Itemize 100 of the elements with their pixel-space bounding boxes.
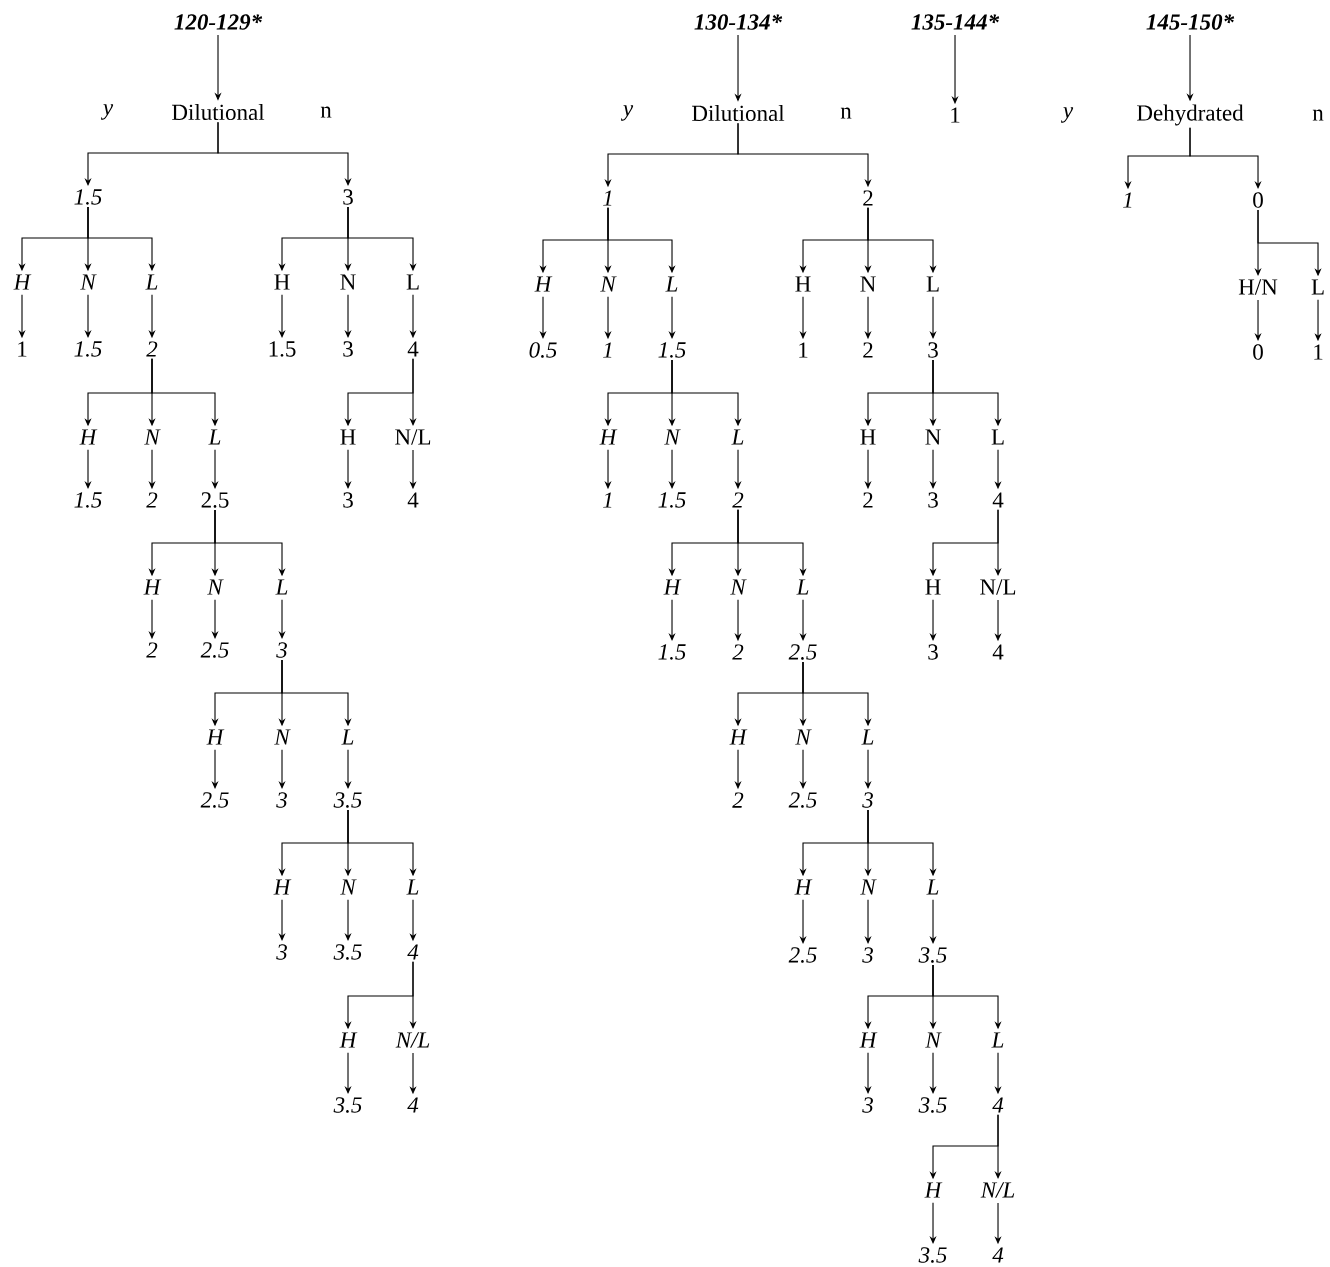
tree-label: 1	[1314, 344, 1323, 360]
branch-label: n	[840, 107, 852, 119]
tree-label: 2	[732, 792, 744, 808]
tree-label: H	[729, 729, 748, 745]
branch-label: n	[1312, 109, 1324, 121]
tree-label: 1	[799, 342, 808, 358]
tree-label: L	[991, 1032, 1004, 1048]
tree-label: H	[143, 579, 162, 595]
tree-label: 2.5	[201, 492, 229, 508]
range-heading: 135-144*	[911, 14, 1000, 30]
tree-label: 4	[992, 1097, 1004, 1113]
tree-label: H	[859, 1032, 878, 1048]
tree-label: N/L	[980, 579, 1016, 595]
tree-label: L	[275, 579, 288, 595]
tree-label: 3.5	[918, 947, 947, 963]
tree-label: 4	[407, 944, 419, 960]
tree-label: L	[731, 429, 744, 445]
tree-label: 3	[343, 492, 353, 508]
tree-label: H	[924, 1182, 943, 1198]
tree-label: N	[925, 429, 941, 445]
branch-label: y	[101, 104, 114, 120]
tree-label: 3.5	[333, 944, 362, 960]
tree-label: 1	[603, 492, 612, 508]
tree-label: 3	[343, 341, 353, 357]
tree-label: 3	[276, 642, 287, 658]
tree-label: N	[860, 879, 877, 895]
tree-label: 1	[603, 190, 612, 206]
tree-label: 1.5	[658, 644, 686, 660]
tree-label: H	[273, 879, 292, 895]
tree-label: 2.5	[788, 644, 817, 660]
tree-label: 3.5	[333, 1097, 362, 1113]
tree-label: 3	[928, 342, 938, 358]
tree-label: 1.5	[658, 492, 686, 508]
tree-label: N	[207, 579, 224, 595]
tree-label: H	[339, 1032, 358, 1048]
tree-label: 3	[276, 944, 287, 960]
branch-label: y	[621, 105, 634, 121]
tree-label: L	[145, 274, 158, 290]
tree-label: 4	[992, 1247, 1004, 1263]
tree-label: 2	[146, 642, 158, 658]
tree-label: Dilutional	[692, 104, 785, 122]
tree-label: 3	[276, 792, 287, 808]
tree-label: L	[208, 429, 221, 445]
tree-label: N	[795, 729, 812, 745]
tree-label: 4	[407, 492, 419, 508]
tree-label: N	[664, 429, 681, 445]
tree-label: 1.5	[74, 341, 102, 357]
tree-label: H/N	[1238, 279, 1278, 295]
tree-label: 2	[863, 492, 873, 508]
tree-label: H	[925, 579, 941, 595]
tree-label: N	[730, 579, 747, 595]
tree-label: 3.5	[333, 792, 362, 808]
tree-label: N	[600, 276, 617, 292]
tree-label: H	[795, 276, 811, 292]
tree-label: L	[406, 274, 419, 290]
tree-label: H	[206, 729, 225, 745]
tree-label: H	[13, 274, 32, 290]
tree-label: N	[925, 1032, 942, 1048]
tree-label: 0.5	[529, 342, 557, 358]
tree-label: L	[341, 729, 354, 745]
tree-label: H	[340, 429, 356, 445]
tree-label: N	[80, 274, 97, 290]
tree-label: 3	[862, 1097, 873, 1113]
tree-label: 2	[863, 342, 873, 358]
tree-label: 3	[928, 644, 938, 660]
tree-label: 1.5	[658, 342, 686, 358]
tree-label: 2	[146, 492, 158, 508]
tree-label: L	[406, 879, 419, 895]
tree-label: 2.5	[788, 792, 817, 808]
tree-label: L	[796, 579, 809, 595]
tree-label: 4	[407, 341, 419, 357]
tree-label: N	[340, 274, 356, 290]
tree-label: Dehydrated	[1137, 104, 1244, 126]
tree-label: L	[926, 276, 939, 292]
tree-label: N/L	[395, 429, 431, 445]
tree-label: H	[79, 429, 98, 445]
tree-label: N	[144, 429, 161, 445]
tree-label: 1.5	[74, 189, 102, 205]
tree-label: 1.5	[74, 492, 102, 508]
tree-label: 3	[343, 189, 353, 205]
tree-label: H	[599, 429, 618, 445]
tree-label: 4	[992, 644, 1004, 660]
tree-label: N/L	[395, 1032, 430, 1048]
tree-label: 0	[1253, 192, 1263, 208]
tree-label: L	[1311, 279, 1324, 295]
tree-label: H	[274, 274, 290, 290]
tree-label: 4	[407, 1097, 419, 1113]
tree-label: Dilutional	[172, 103, 265, 121]
tree-label: N/L	[980, 1182, 1015, 1198]
tree-label: N	[860, 276, 876, 292]
branch-label: n	[320, 106, 332, 118]
tree-label: N	[340, 879, 357, 895]
tree-label: 0	[1253, 344, 1263, 360]
tree-label: 1	[18, 341, 27, 357]
branch-label: y	[1061, 107, 1074, 123]
tree-label: L	[926, 879, 939, 895]
range-heading: 120-129*	[174, 14, 263, 30]
tree-label: L	[665, 276, 678, 292]
tree-label: 1.5	[269, 341, 296, 357]
tree-label: H	[860, 429, 876, 445]
